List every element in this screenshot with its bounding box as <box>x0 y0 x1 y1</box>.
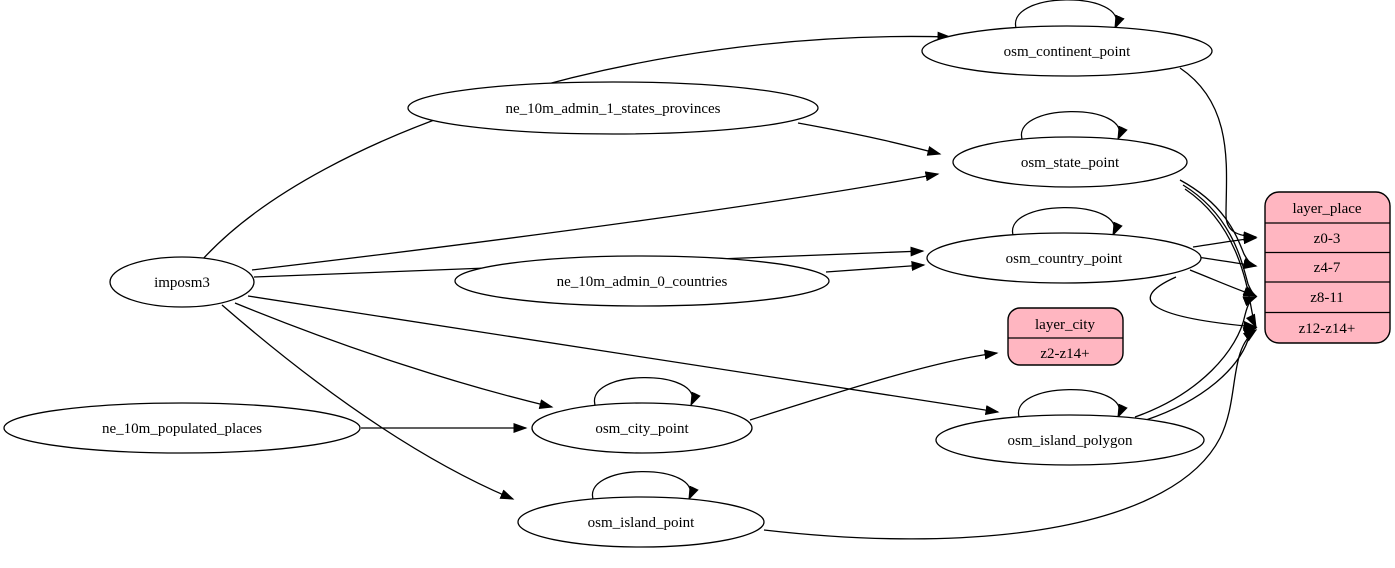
edge-osm_island_polygon-to-layer_place-z8-11 <box>1134 296 1258 418</box>
osm_city_point-ellipse <box>531 402 753 454</box>
osm_continent_point-label: osm_continent_point <box>1004 44 1131 60</box>
edge-self-loop-osm_country_point <box>1011 207 1123 239</box>
edge-osm_country_point-to-layer_place-z4-7 <box>1196 256 1258 270</box>
edge-self-loop-osm_island_point <box>591 471 699 503</box>
osm_country_point-ellipse <box>926 232 1202 284</box>
node-osm_continent_point: osm_continent_point <box>921 25 1213 77</box>
osm_city_point-label: osm_city_point <box>595 421 689 437</box>
layer_place-row-z4-7: z4-7 <box>1314 260 1341 276</box>
ne_10m_populated_places-ellipse <box>3 402 361 454</box>
edge-imposm3-to-osm_island_point <box>221 304 515 500</box>
edge-self-loop-osm_island_polygon <box>1017 389 1128 421</box>
ne_10m_admin_1_states_provinces-label: ne_10m_admin_1_states_provinces <box>506 101 721 117</box>
osm_island_point-label: osm_island_point <box>588 515 696 531</box>
ne_10m_populated_places-label: ne_10m_populated_places <box>102 421 262 437</box>
edge-imposm3-to-osm_island_polygon <box>247 295 1000 416</box>
edge-osm_country_point-to-layer_place-z0-3 <box>1192 234 1258 248</box>
node-osm_island_polygon: osm_island_polygon <box>935 414 1205 466</box>
node-layer_place: layer_place z0-3 z4-7 z8-11 z12-z14+ <box>1264 191 1391 344</box>
node-ne_10m_admin_1_states_provinces: ne_10m_admin_1_states_provinces <box>407 81 819 135</box>
layer_place-box <box>1264 191 1391 344</box>
osm_country_point-label: osm_country_point <box>1006 251 1123 267</box>
edge-osm_city_point-to-layer_city-z2-z14 <box>749 349 999 421</box>
osm_state_point-ellipse <box>952 136 1188 188</box>
ne_10m_admin_0_countries-ellipse <box>454 255 830 307</box>
osm_island_polygon-label: osm_island_polygon <box>1007 433 1133 449</box>
edge-self-loop-osm_continent_point <box>1014 0 1125 32</box>
node-osm_country_point: osm_country_point <box>926 232 1202 284</box>
edge-imposm3-to-osm_city_point <box>234 302 554 409</box>
node-osm_state_point: osm_state_point <box>952 136 1188 188</box>
osm_island_polygon-ellipse <box>935 414 1205 466</box>
layer_place-row-z8-11: z8-11 <box>1310 290 1344 306</box>
edge-ne_10m_admin_0_countries-to-osm_country_point <box>825 260 926 273</box>
osm_continent_point-ellipse <box>921 25 1213 77</box>
edge-osm_continent_point-to-layer_place-z0-3 <box>1179 67 1258 242</box>
edge-osm_island_point-to-layer_place-z12-z14 <box>763 329 1258 540</box>
node-ne_10m_populated_places: ne_10m_populated_places <box>3 402 361 454</box>
osm_state_point-label: osm_state_point <box>1021 155 1120 171</box>
edge-ne_10m_admin_1_states_provinces-to-osm_state_point <box>797 122 942 156</box>
layer_city-box <box>1007 307 1124 366</box>
node-osm_city_point: osm_city_point <box>531 402 753 454</box>
node-imposm3: imposm3 <box>109 256 255 308</box>
layer_place-row-z12-z14: z12-z14+ <box>1299 321 1356 337</box>
ne_10m_admin_0_countries-label: ne_10m_admin_0_countries <box>557 274 728 290</box>
edge-self-loop-osm_state_point <box>1020 111 1128 143</box>
node-osm_island_point: osm_island_point <box>517 496 765 548</box>
edge-osm_country_point-to-layer_place-z12-z14 <box>1149 276 1258 331</box>
edge-osm_country_point-to-layer_place-z8-11 <box>1189 269 1258 297</box>
layer_city-title: layer_city <box>1035 317 1095 333</box>
node-layer_city: layer_city z2-z14+ <box>1007 307 1124 366</box>
node-ne_10m_admin_0_countries: ne_10m_admin_0_countries <box>454 255 830 307</box>
layer_city-row-z2-z14: z2-z14+ <box>1040 346 1089 362</box>
osm_island_point-ellipse <box>517 496 765 548</box>
edge-self-loop-osm_city_point <box>593 377 701 409</box>
ne_10m_admin_1_states_provinces-ellipse <box>407 81 819 135</box>
edge-imposm3-to-osm_state_point <box>251 171 940 271</box>
edge-imposm3-to-osm_continent_point <box>201 31 952 261</box>
edge-osm_island_polygon-to-layer_place-z12-z14 <box>1145 327 1258 421</box>
layer_place-title: layer_place <box>1292 201 1361 217</box>
imposm3-label: imposm3 <box>154 275 210 291</box>
layer_place-row-z0-3: z0-3 <box>1314 231 1341 247</box>
imposm3-ellipse <box>109 256 255 308</box>
